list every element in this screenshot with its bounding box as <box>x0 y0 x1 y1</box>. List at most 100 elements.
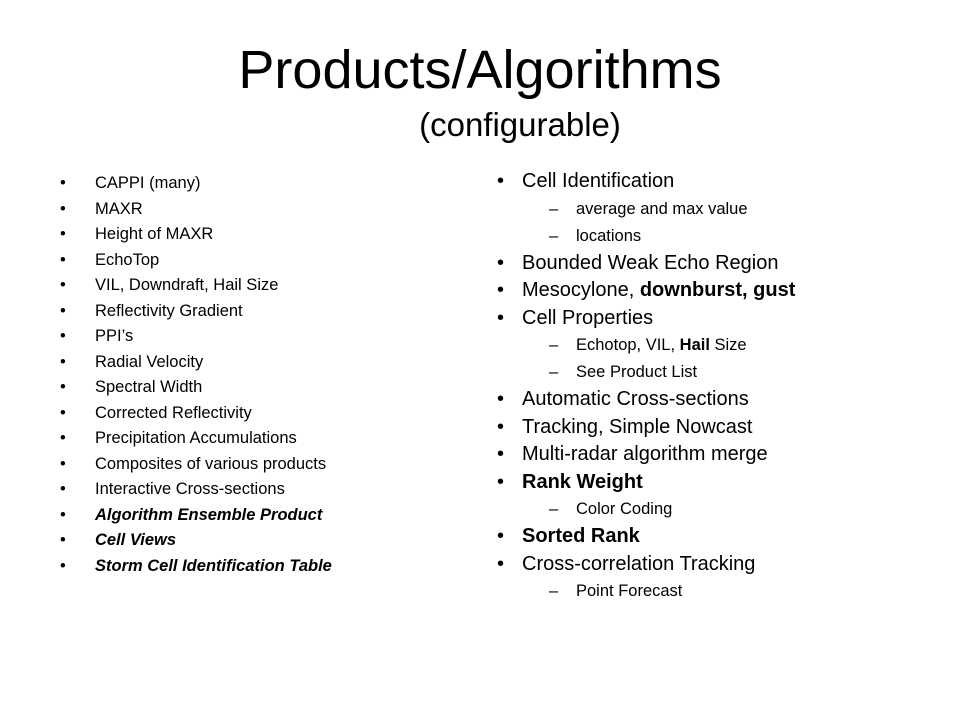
list-item-text: Bounded Weak Echo Region <box>522 251 779 274</box>
list-item-text-bold: downburst, gust <box>639 279 796 301</box>
list-item: • Corrected Reflectivity <box>60 401 460 427</box>
bullet-icon: • <box>497 415 505 438</box>
list-item: • Mesocylone, downburst, gust <box>497 277 937 305</box>
list-item: • Tracking, Simple Nowcast <box>497 414 937 442</box>
list-item: • Bounded Weak Echo Region <box>497 250 937 278</box>
bullet-icon: • <box>60 327 66 345</box>
list-item: • Reflectivity Gradient <box>60 299 460 325</box>
list-item-text: Precipitation Accumulations <box>95 429 297 447</box>
list-item-text: locations <box>576 226 642 245</box>
slide-title: Products/Algorithms <box>238 40 722 100</box>
bullet-icon: • <box>60 250 66 269</box>
sub-list-item: –average and max value <box>497 196 937 223</box>
bullet-icon: • <box>497 443 505 465</box>
bullet-icon: • <box>497 470 505 493</box>
bullet-icon: • <box>497 251 505 274</box>
bullet-icon: • <box>497 552 505 575</box>
list-item: • Automatic Cross-sections <box>497 386 937 414</box>
list-item: • VIL, Downdraft, Hail Size <box>60 273 460 299</box>
dash-icon: – <box>549 199 559 218</box>
list-item: • Cross-correlation Tracking <box>497 551 937 579</box>
list-item-text: Radial Velocity <box>95 352 204 371</box>
list-item: • Composites of various products <box>60 452 460 478</box>
list-item-text: Sorted Rank <box>522 525 640 547</box>
bullet-icon: • <box>60 480 66 498</box>
bullet-icon: • <box>60 429 66 447</box>
list-item: • PPI’s <box>60 324 460 350</box>
bullet-icon: • <box>60 276 66 294</box>
slide-subtitle: (configurable) <box>419 106 621 143</box>
list-item-text: Reflectivity Gradient <box>95 301 243 320</box>
list-item: • Height of MAXR <box>60 222 460 248</box>
list-item-text: MAXR <box>95 199 143 218</box>
bullet-icon: • <box>60 531 66 549</box>
sub-list-item: –Point Forecast <box>497 578 937 605</box>
left-bullet-list: • CAPPI (many) • MAXR • Height of MAXR • Ech… <box>60 171 460 579</box>
list-item-text: Height of MAXR <box>95 225 214 243</box>
sub-list-item: –See Product List <box>497 359 937 386</box>
list-item-text: See Product List <box>576 363 698 381</box>
list-item: • Sorted Rank <box>497 523 937 551</box>
sub-list-item: –Echotop, VIL, Hail Size <box>497 332 937 359</box>
list-item: • EchoTop <box>60 248 460 274</box>
bullet-icon: • <box>60 352 66 371</box>
bullet-icon: • <box>60 403 66 422</box>
dash-icon: – <box>549 226 559 245</box>
bullet-icon: • <box>497 525 505 547</box>
list-item-text: Size <box>709 336 747 354</box>
list-item-text: Cross-correlation Tracking <box>522 552 756 575</box>
list-item-text: Multi-radar algorithm merge <box>522 443 768 465</box>
list-item-text: average and max value <box>576 199 748 218</box>
bullet-icon: • <box>497 306 505 329</box>
list-item-text: VIL, Downdraft, Hail Size <box>95 276 279 294</box>
list-item-text: EchoTop <box>95 250 160 269</box>
list-item-text: Tracking, Simple Nowcast <box>522 415 753 438</box>
list-item: • Cell Properties <box>497 305 937 333</box>
list-item-text: Storm Cell Identification Table <box>95 556 332 575</box>
bullet-icon: • <box>60 174 66 192</box>
list-item: •Cell Views <box>60 528 460 554</box>
bullet-icon: • <box>60 199 66 218</box>
list-item-text: Point Forecast <box>576 582 683 600</box>
dash-icon: – <box>549 336 559 354</box>
list-item: • Cell Identification <box>497 168 937 196</box>
list-item-text: Automatic Cross-sections <box>522 388 749 410</box>
list-item-text: Spectral Width <box>95 378 203 396</box>
list-item-text: Interactive Cross-sections <box>95 480 285 498</box>
list-item-text: Algorithm Ensemble Product <box>95 505 323 524</box>
dash-icon: – <box>549 363 559 381</box>
list-item-text: Cell Properties <box>522 306 654 329</box>
list-item-text: Rank Weight <box>522 470 643 493</box>
list-item: • Rank Weight <box>497 469 937 497</box>
list-item: • MAXR <box>60 197 460 223</box>
bullet-icon: • <box>60 378 66 396</box>
bullet-icon: • <box>60 556 66 575</box>
list-item: • CAPPI (many) <box>60 171 460 197</box>
list-item-text: Corrected Reflectivity <box>95 403 252 422</box>
bullet-icon: • <box>497 279 505 301</box>
bullet-icon: • <box>497 170 505 192</box>
bullet-icon: • <box>60 505 66 524</box>
list-item-text: CAPPI (many) <box>95 174 201 192</box>
dash-icon: – <box>549 582 559 600</box>
list-item-text: PPI’s <box>95 327 134 345</box>
list-item: • Precipitation Accumulations <box>60 426 460 452</box>
list-item-text: Composites of various products <box>95 454 327 473</box>
list-item-text: Cell Identification <box>522 170 675 192</box>
list-item-text-bold: Hail <box>679 336 710 354</box>
list-item: • Algorithm Ensemble Product <box>60 503 460 529</box>
dash-icon: – <box>549 500 559 518</box>
bullet-icon: • <box>60 301 66 320</box>
list-item: • Interactive Cross-sections <box>60 477 460 503</box>
list-item: • Spectral Width <box>60 375 460 401</box>
sub-list-item: –locations <box>497 223 937 250</box>
bullet-icon: • <box>60 454 66 473</box>
bullet-icon: • <box>60 225 66 243</box>
list-item-text: Echotop, VIL, <box>576 336 680 354</box>
right-bullet-list: •Cell Identification –average and max va… <box>497 168 937 605</box>
sub-list-item: –Color Coding <box>497 496 937 523</box>
list-item: • Radial Velocity <box>60 350 460 376</box>
list-item-text: Mesocylone, <box>522 279 640 301</box>
bullet-icon: • <box>497 388 505 410</box>
